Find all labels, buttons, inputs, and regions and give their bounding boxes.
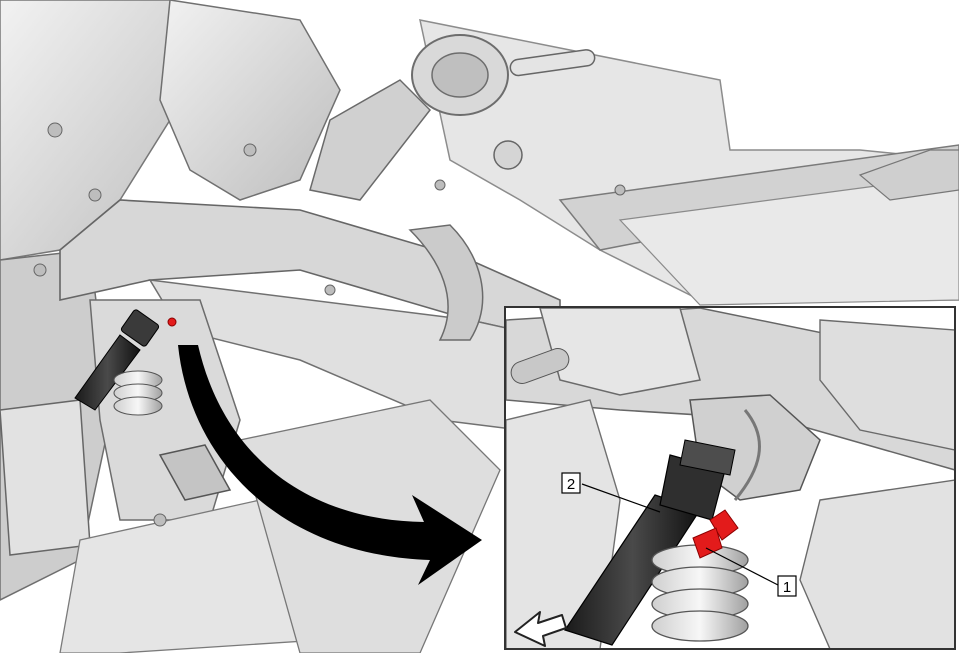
view-direction-arrow-icon (514, 611, 567, 647)
intermediate-shaft-main (74, 334, 141, 411)
inset-lower-right-structure (799, 479, 954, 648)
shaft-coupler-main (120, 309, 160, 347)
pedal-spring-inset (651, 544, 749, 642)
dash-knob (493, 140, 523, 170)
brake-pedal-pad (158, 444, 232, 501)
inset-wire (733, 409, 761, 501)
callout-1: 1 (777, 575, 797, 597)
joint-yoke-inset (679, 439, 736, 476)
right-trim-panel (618, 174, 959, 306)
detail-holes (33, 122, 626, 527)
inset-right-bracket (819, 319, 954, 451)
pedal-spring-main (113, 370, 163, 416)
beam-brace (408, 224, 484, 341)
inset-detail-view: 1 2 (504, 306, 956, 650)
inset-slot (510, 348, 570, 384)
steering-column-upper (159, 0, 341, 201)
multifunction-lever (509, 49, 596, 77)
marked-bolt-main (167, 317, 177, 327)
callout-2: 2 (561, 472, 581, 494)
callout-1-label: 1 (783, 579, 791, 596)
leader-line-1 (705, 547, 779, 586)
lower-floor-panel (59, 499, 321, 653)
column-housing (309, 79, 431, 201)
callout-2-label: 2 (567, 476, 575, 493)
pinch-bolt-highlighted (692, 509, 739, 559)
zoom-indicator-arrow (178, 345, 482, 585)
leader-line-2 (581, 483, 661, 513)
left-panel-block (0, 399, 91, 556)
column-ring-inner (431, 52, 489, 98)
upper-trim (858, 149, 959, 201)
